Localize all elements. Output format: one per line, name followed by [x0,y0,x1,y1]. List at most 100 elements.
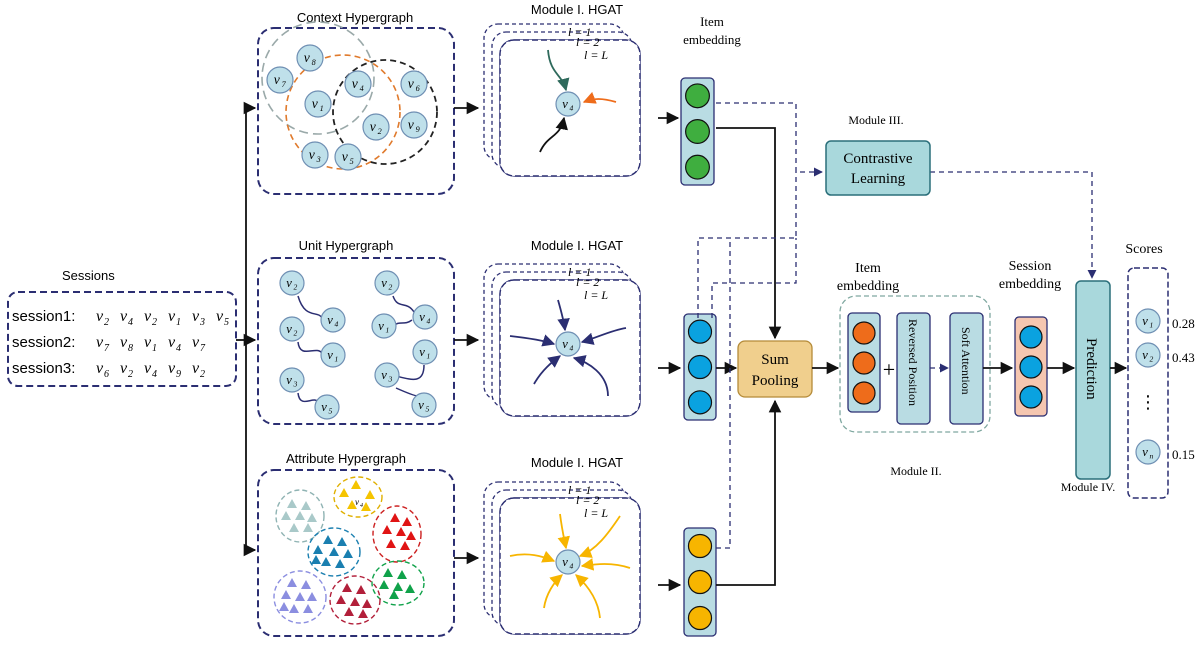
session-item: v [96,308,104,325]
svg-text:4: 4 [128,317,133,328]
attribute-cluster [275,489,325,543]
svg-text:v: v [408,76,415,91]
session-item: v [216,308,224,325]
unit-hypergraph-title: Unit Hypergraph [299,238,394,253]
layer-label: l = L [584,288,608,302]
layer-label: l = 2 [576,35,599,49]
svg-text:2: 2 [128,369,133,380]
plus-sign: + [883,357,895,382]
context-hypergraph-title: Context Hypergraph [297,10,413,25]
svg-text:v: v [562,97,568,111]
attribute-cluster [372,505,422,563]
score-value: 0.43 [1172,350,1195,365]
session-item: v [120,334,128,351]
embedding-unit [685,119,710,144]
session-item: v [144,360,152,377]
svg-text:7: 7 [104,343,110,354]
embedding-unit [685,154,710,180]
svg-text:v: v [419,345,425,359]
attribute-cluster [307,527,361,577]
svg-text:v: v [355,497,359,507]
layer-label: l = L [584,506,608,520]
svg-text:v: v [304,50,311,65]
svg-text:v: v [327,313,333,327]
embedding-unit [852,321,876,345]
svg-text:2: 2 [388,283,392,292]
embedding-unit [1019,325,1043,349]
svg-text:7: 7 [282,80,287,89]
svg-text:9: 9 [416,125,420,134]
prediction-label: Prediction [1083,338,1099,400]
session-item: v [192,360,200,377]
svg-text:v: v [1142,314,1148,328]
svg-text:4: 4 [360,84,364,93]
svg-text:3: 3 [316,155,321,164]
svg-text:1: 1 [320,104,324,113]
session-label: session3: [12,360,75,377]
soft-attention-label: Soft Attention [959,327,973,395]
embedding-unit [852,351,876,375]
item-embedding-attribute [683,527,717,637]
layer-label: l = 1 [568,265,591,279]
embedding-unit [852,381,876,405]
embedding-unit [687,319,713,344]
svg-text:v: v [370,119,377,134]
session-item: v [144,308,152,325]
svg-text:v: v [562,337,568,351]
embedding-unit [687,533,713,559]
svg-text:5: 5 [350,157,354,166]
svg-text:4: 4 [569,104,573,113]
svg-text:v: v [342,149,349,164]
svg-text:v: v [1142,445,1148,459]
item-embedding-context [680,77,715,186]
svg-text:v: v [327,348,333,362]
score-value: 0.28 [1172,316,1195,331]
embedding-unit [1019,385,1043,409]
embedding-unit [687,354,713,380]
svg-text:2: 2 [104,317,109,328]
layer-label: l = 2 [576,493,599,507]
module-iii-title: Module III. [848,113,903,127]
embedding-unit [687,605,713,631]
svg-text:8: 8 [312,58,316,67]
svg-text:4: 4 [569,344,573,353]
embedding-unit [687,390,713,415]
svg-text:6: 6 [104,369,109,380]
session-branch-arrows [236,101,257,557]
embedding-unit [687,569,713,595]
scores-title: Scores [1125,242,1162,257]
svg-text:9: 9 [176,369,181,380]
hgat-title: Module I. HGAT [531,455,623,470]
sessions-title: Sessions [62,268,115,283]
svg-text:2: 2 [378,127,382,136]
svg-text:8: 8 [128,343,133,354]
svg-text:v: v [419,310,425,324]
scores-ellipsis: ⋮ [1139,392,1157,412]
layer-label: l = 2 [576,275,599,289]
svg-text:5: 5 [425,405,429,414]
hgat-title: Module I. HGAT [531,2,623,17]
